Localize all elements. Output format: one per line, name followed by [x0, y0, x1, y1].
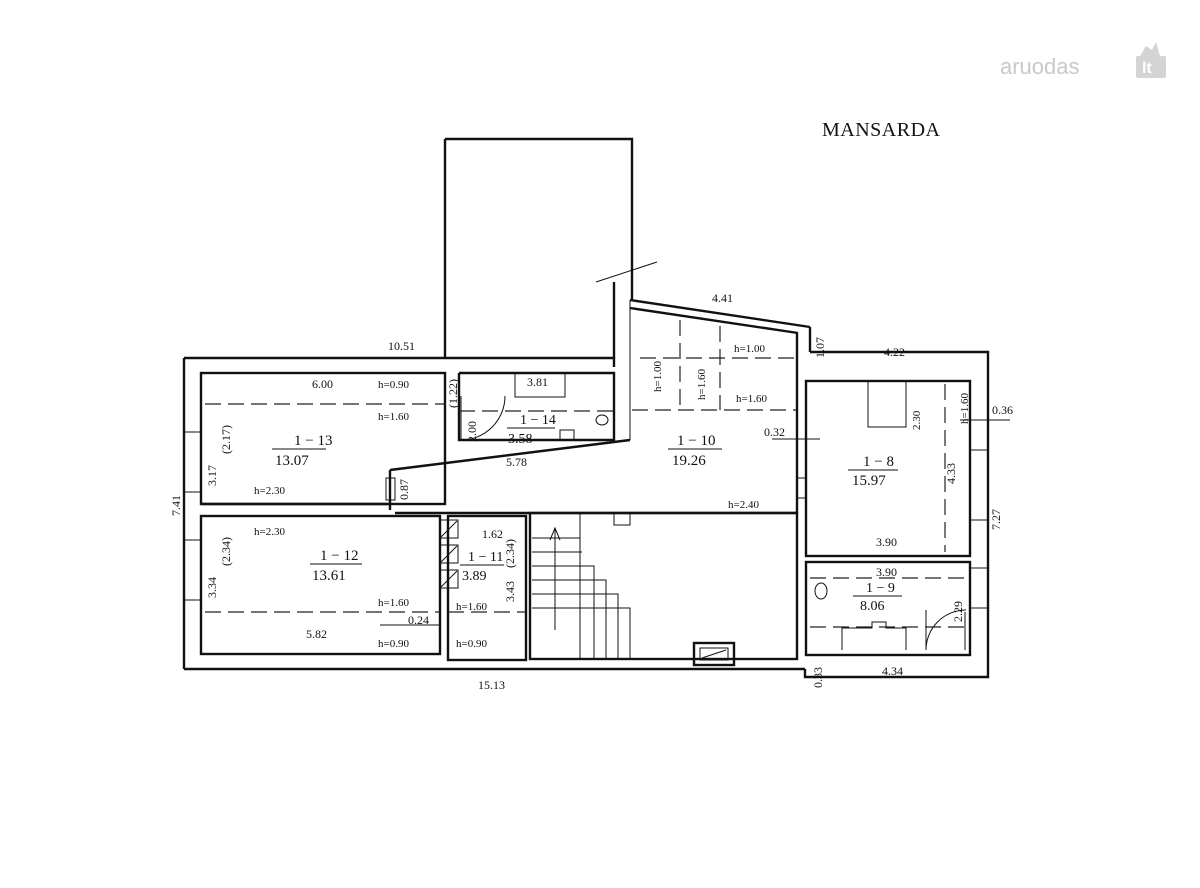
dimensions-r8-height-label: 4.33 — [944, 463, 958, 484]
watermark-text: aruodas — [1000, 54, 1080, 79]
dimensions-top-right-label: 4.22 — [884, 345, 905, 359]
plan-title: MANSARDA — [822, 119, 941, 141]
heights-r13-c-label: h=2.30 — [254, 485, 285, 497]
dimensions-corr-width-label: 5.78 — [506, 455, 527, 469]
heights-r12-a-label: h=2.30 — [254, 526, 285, 538]
heights-r8-a-label: h=1.60 — [959, 393, 971, 424]
dimensions-right-total-label: 7.27 — [989, 509, 1003, 530]
dimensions-r13-h2-label: (2.17) — [219, 425, 233, 454]
room-id-1-8: 1 − 8 — [863, 454, 894, 470]
room-area-1-11: 3.89 — [462, 569, 487, 584]
dimensions-r14-door-label: 2.00 — [465, 421, 479, 442]
dimensions-r10-gap-label: 0.32 — [764, 425, 785, 439]
watermark-badge — [1136, 56, 1166, 78]
dimensions-bottom-right-label: 4.34 — [882, 664, 903, 678]
dimensions-r14-height-label: (1.22) — [446, 379, 460, 408]
dimensions-r13-h1-label: 3.17 — [205, 465, 219, 486]
room-area-1-13: 13.07 — [275, 453, 309, 469]
dimensions-top-small-label: 1.07 — [813, 337, 827, 358]
heights-r11-a-label: h=1.60 — [456, 601, 487, 613]
dimensions-left-total-label: 7.41 — [169, 495, 183, 516]
dimensions-r12-width-label: 5.82 — [306, 627, 327, 641]
heights-r10-c-label: h=1.60 — [696, 369, 708, 400]
slope-lines — [205, 320, 966, 628]
room-id-1-13: 1 − 13 — [294, 433, 332, 449]
dimensions-bottom-small-label: 0.33 — [811, 667, 825, 688]
heights-r10-e-label: h=2.40 — [728, 499, 759, 511]
heights-r11-b-label: h=0.90 — [456, 638, 487, 650]
heights-r10-a-label: h=1.00 — [652, 361, 664, 392]
dimensions-r11-h1-label: 3.43 — [503, 581, 517, 602]
dimensions-r8-slope-label: 2.30 — [911, 410, 923, 430]
dimensions-r11-h2-label: (2.34) — [503, 539, 517, 568]
dimensions-r11-width-label: 1.62 — [482, 527, 503, 541]
room-id-1-11: 1 − 11 — [468, 550, 503, 565]
dimensions-r14-width-label: 3.81 — [527, 375, 548, 389]
inner-walls — [183, 333, 989, 667]
room-area-1-10: 19.26 — [672, 453, 706, 469]
dimensions-top-mid-label: 4.41 — [712, 291, 733, 305]
dimensions-r9-width-label: 3.90 — [876, 565, 897, 579]
room-area-1-9: 8.06 — [860, 599, 885, 614]
heights-r12-c-label: h=0.90 — [378, 638, 409, 650]
dimensions-bottom-total-label: 15.13 — [478, 678, 505, 692]
dimensions-r12-h1-label: 3.34 — [205, 577, 219, 598]
dimensions-top-left-label: 10.51 — [388, 339, 415, 353]
dimensions-r13-width-label: 6.00 — [312, 377, 333, 391]
height-marks: h=0.90 h=1.60 h=2.30 h=1.00 h=1.00 h=1.6… — [254, 343, 971, 650]
room-area-1-14: 3.58 — [508, 432, 533, 447]
dimensions-r12-h2-label: (2.34) — [219, 537, 233, 566]
room-id-1-12: 1 − 12 — [320, 548, 358, 564]
watermark-badge-text: lt — [1142, 60, 1152, 77]
room-area-1-12: 13.61 — [312, 568, 346, 584]
outer-walls — [182, 137, 990, 679]
dimensions-r12-gap-label: 0.24 — [408, 613, 429, 627]
room-labels: 1 − 13 13.07 1 − 14 3.58 1 − 10 19.26 1 … — [272, 413, 902, 614]
heights-r10-b-label: h=1.00 — [734, 343, 765, 355]
room-id-1-14: 1 − 14 — [520, 413, 556, 428]
dimensions: 10.51 4.41 1.07 4.22 6.00 3.81 (1.22) 2.… — [169, 291, 1013, 692]
dimensions-r8-right-label: 0.36 — [992, 403, 1013, 417]
room-id-1-10: 1 − 10 — [677, 433, 715, 449]
heights-r10-d-label: h=1.60 — [736, 393, 767, 405]
watermark-house-icon — [1140, 42, 1160, 56]
dimensions-r9-door-label: 2.29 — [951, 601, 965, 622]
dimensions-r8-width-label: 3.90 — [876, 535, 897, 549]
room-id-1-9: 1 − 9 — [866, 581, 895, 596]
room-area-1-8: 15.97 — [852, 473, 886, 489]
heights-r13-b-label: h=1.60 — [378, 411, 409, 423]
dimensions-corr-gap-label: 0.87 — [397, 479, 411, 500]
heights-r12-b-label: h=1.60 — [378, 597, 409, 609]
heights-r13-a-label: h=0.90 — [378, 379, 409, 391]
